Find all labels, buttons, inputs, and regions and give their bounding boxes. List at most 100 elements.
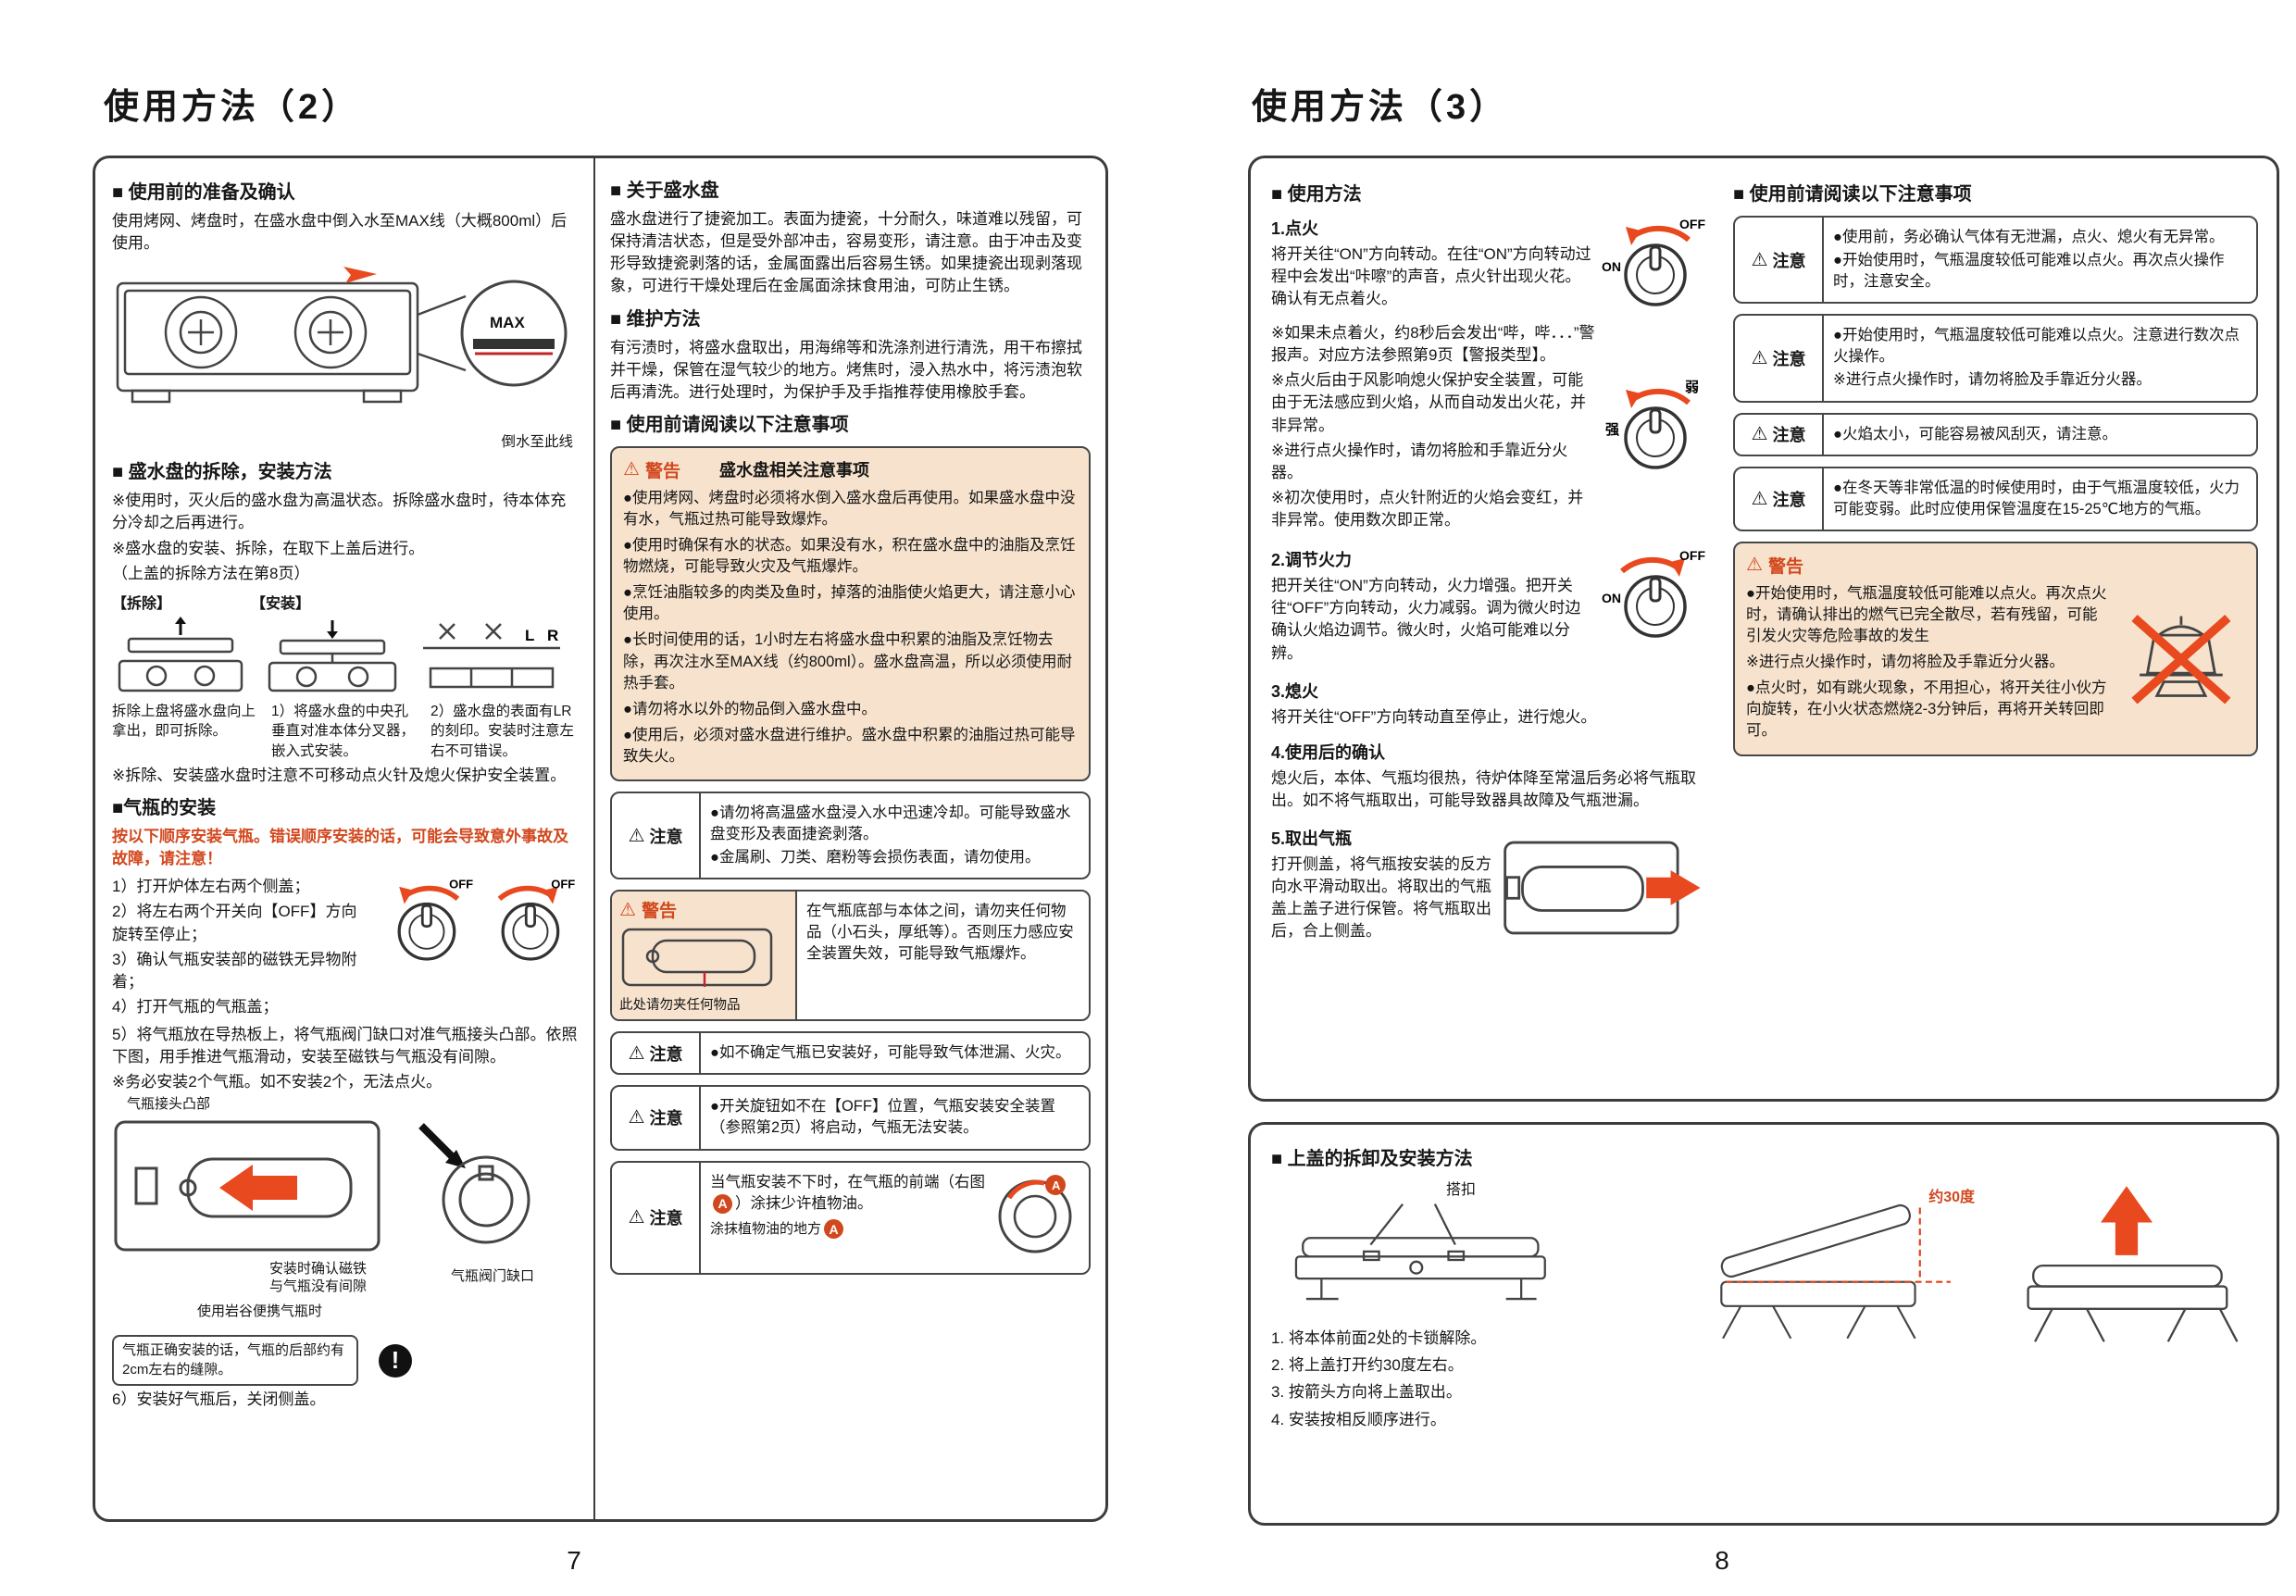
- canister-steps-row: 1）打开炉体左右两个侧盖； 2）将左右两个开关向【OFF】方向旋转至停止； 3）…: [112, 873, 580, 1021]
- warning-bullet: ●使用时确保有水的状态。如果没有水，积在盛水盘中的油脂及烹饪物燃烧，可能导致火灾…: [623, 537, 1076, 576]
- joint-label: 气瓶接头凸部: [127, 1096, 211, 1113]
- warning-label: 警告: [641, 902, 677, 922]
- warning-title: 盛水盘相关注意事项: [718, 461, 869, 480]
- pot-no-use-figure: [2115, 585, 2245, 719]
- dial-weak-strong-diagram: 弱 强: [1605, 380, 1699, 469]
- caution-bullet: ●开始使用时，气瓶温度较低可能难以点火。注意进行数次点火操作。: [1833, 327, 2240, 366]
- caution-box-winter-use: ⚠ 注意 ●在冬天等非常低温的时候使用时，由于气瓶温度较低，火力可能变弱。此时应…: [1733, 466, 2258, 531]
- caution-label-cell: ⚠ 注意: [1735, 414, 1824, 455]
- dial-off-label: OFF: [449, 878, 473, 892]
- tray-remove-install-figures: L R: [112, 615, 580, 700]
- step-title: 1.点火: [1271, 219, 1319, 238]
- warning-text: 在气瓶底部与本体之间，请勿夹任何物品（小石头，厚纸等）。否则压力感应安全装置失效…: [806, 903, 1074, 963]
- page-7: 使用方法（2） ■ 使用前的准备及确认 使用烤网、烤盘时，在盛水盘中倒入水至MA…: [93, 88, 1108, 1575]
- caution-box-off-position: ⚠ 注意 ●开关旋钮如不在【OFF】位置，气瓶安装安全装置（参照第2页）将启动，…: [610, 1085, 1091, 1151]
- page7-content-box: ■ 使用前的准备及确认 使用烤网、烤盘时，在盛水盘中倒入水至MAX线（大概800…: [93, 156, 1108, 1522]
- step-title: 5.取出气瓶: [1271, 829, 1353, 848]
- step-text: 5）将气瓶放在导热板上，将气瓶阀门缺口对准气瓶接头凸部。依照下图，用手推进气瓶滑…: [112, 1026, 578, 1066]
- section-heading-precautions: ■ 使用前请阅读以下注意事项: [610, 414, 849, 435]
- canister-warning-text: 按以下顺序安装气瓶。错误顺序安装的话，可能会导致意外事故及故障，请注意！: [112, 828, 568, 868]
- warning-header: ⚠ 警告: [619, 897, 677, 922]
- p7-right-column: ■ 关于盛水盘 盛水盘进行了捷瓷加工。表面为捷瓷，十分耐久，味道难以残留，可保持…: [595, 158, 1105, 1519]
- canister-bottom-diagram: [621, 929, 773, 988]
- dial-weak-label: 弱: [1685, 380, 1699, 395]
- canister-steps: 1）打开炉体左右两个侧盖； 2）将左右两个开关向【OFF】方向旋转至停止； 3）…: [112, 873, 371, 1021]
- red-arrow-icon: [1646, 870, 1701, 905]
- caution-label: 注意: [649, 1044, 683, 1064]
- step-note: ※务必安装2个气瓶。如不安装2个，无法点火。: [112, 1073, 443, 1091]
- caution-label: 注意: [1772, 349, 1806, 368]
- warning-body: 在气瓶底部与本体之间，请勿夹任何物品（小石头，厚纸等）。否则压力感应安全装置失效…: [797, 892, 1089, 1019]
- canister-install-figure: 气瓶接头凸部: [112, 1096, 580, 1329]
- lid-removal-box: ■ 上盖的拆卸及安装方法 搭扣: [1248, 1122, 2279, 1526]
- caution-bullet: ※进行点火操作时，请勿将脸及手靠近分火器。: [1833, 371, 2152, 389]
- warning-bullet: ●使用烤网、烤盘时必须将水倒入盛水盘后再使用。如果盛水盘中没有水，气瓶过热可能导…: [623, 489, 1076, 528]
- body-text: 打开侧盖，将气瓶按安装的反方向水平滑动取出。将取出的气瓶盖上盖子进行保管。将气瓶…: [1271, 855, 1491, 941]
- angle-label: 约30度: [1928, 1190, 1975, 1205]
- body-text: 将开关往“ON”方向转动。在往“ON”方向转动过程中会发出“咔嚓”的声音，点火针…: [1271, 245, 1591, 308]
- lid-removal-steps: 1. 将本体前面2处的卡锁解除。 2. 将上盖打开约30度左右。 3. 按箭头方…: [1271, 1326, 1651, 1432]
- caution-label-cell: ⚠ 注意: [1735, 218, 1824, 303]
- caution-box-cooling: ⚠ 注意 ●请勿将高温盛水盘浸入水中迅速冷却。可能导致盛水盘变形及表面捷瓷剥落。…: [610, 792, 1091, 880]
- caution-bullet: ●开始使用时，气瓶温度较低可能难以点火。再次点火操作时，注意安全。: [1833, 252, 2225, 291]
- step-text: 3. 按箭头方向将上盖取出。: [1271, 1383, 1462, 1402]
- caution-label-cell: ⚠ 注意: [1735, 316, 1824, 401]
- warning-header: ⚠ 警告: [1746, 553, 2245, 578]
- note-text: ※点火后由于风影响熄火保护安全装置，可能由于无法感应到火焰，从而自动发出火花，并…: [1271, 371, 1586, 434]
- caution-bullet: ●如不确定气瓶已安装好，可能导致气体泄漏、火灾。: [710, 1044, 1071, 1062]
- canister-tip-diagram: A: [998, 1174, 1072, 1253]
- warning-triangle-icon: ⚠: [628, 1107, 645, 1128]
- body-text: ※拆除、安装盛水盘时注意不可移动点火针及熄火保护安全装置。: [112, 766, 567, 784]
- caution-box-low-temp-ignition: ⚠ 注意 ●开始使用时，气瓶温度较低可能难以点火。注意进行数次点火操作。 ※进行…: [1733, 314, 2258, 403]
- tray-lr-mark-diagram: L R: [423, 622, 560, 688]
- stove-top-diagram: MAX: [116, 267, 568, 404]
- warning-bullet: ●点火时，如有跳火现象，不用担心，将开关往小伙方向旋转，在小火状态燃烧2-3分钟…: [1746, 680, 2107, 740]
- canister-removal-diagram: [1504, 841, 1701, 935]
- remove-install-labels: 【拆除】 【安装】: [112, 591, 580, 613]
- badge-a: A: [713, 1193, 732, 1214]
- section-heading-usage: ■ 使用方法: [1271, 184, 1362, 205]
- dial-on-off-diagram: OFF ON: [1602, 548, 1705, 638]
- body-text: 熄火后，本体、气瓶均很热，待炉体降至常温后务必将气瓶取出。如不将气瓶取出，可能导…: [1271, 768, 1696, 809]
- caution-label: 注意: [1772, 490, 1806, 509]
- caution-label-cell: ⚠ 注意: [612, 1033, 701, 1074]
- exclamation-icon: !: [379, 1343, 412, 1378]
- dial-off-label: OFF: [551, 878, 575, 892]
- note-text: ※进行点火操作时，请勿将脸和手靠近分火器。: [1271, 441, 1568, 481]
- caution-label: 注意: [649, 1109, 683, 1128]
- gap-note-row: 气瓶正确安装的话，气瓶的后部约有2cm左右的缝隙。 !: [112, 1335, 580, 1386]
- grill-front-diagram: [1294, 1203, 1546, 1301]
- red-arrow-icon: [1626, 227, 1641, 245]
- page-title: 使用方法（3）: [1252, 88, 1509, 127]
- dial-on-off-diagram: OFF ON: [1602, 217, 1705, 306]
- step-text: 2）将左右两个开关向【OFF】方向旋转至停止；: [112, 903, 357, 943]
- step-text: 2. 将上盖打开约30度左右。: [1271, 1356, 1464, 1375]
- warning-triangle-icon: ⚠: [1751, 488, 1768, 509]
- caution-label: 注意: [1772, 426, 1806, 445]
- section-heading-preparation: ■ 使用前的准备及确认: [112, 182, 295, 203]
- water-line-caption: 倒水至此线: [501, 434, 573, 451]
- warning-triangle-icon: ⚠: [1751, 424, 1768, 445]
- warning-box-reignition: ⚠ 警告 ●: [1733, 541, 2258, 756]
- warning-image-cell: ⚠ 警告 此处请勿夹任何物品: [612, 892, 797, 1020]
- section-heading-canister-install: ■气瓶的安装: [112, 798, 217, 818]
- warning-triangle-icon: ⚠: [628, 825, 645, 846]
- caution-bullet: ●在冬天等非常低温的时候使用时，由于气瓶温度较低，火力可能变弱。此时应使用保管温…: [1833, 479, 2240, 517]
- red-arrow-icon: [219, 1165, 297, 1212]
- step-text: 6）安装好气瓶后，关闭侧盖。: [112, 1390, 326, 1408]
- dial-off-diagram: OFF: [497, 878, 575, 961]
- caution-bullet: ●金属刷、刀类、磨粉等会损伤表面，请勿使用。: [710, 849, 1041, 867]
- section-heading-precautions: ■ 使用前请阅读以下注意事项: [1733, 184, 1972, 205]
- step-text: 4）打开气瓶的气瓶盖；: [112, 997, 279, 1016]
- caution-bullet: ●火焰太小，可能容易被风刮灭，请注意。: [1833, 425, 2117, 443]
- warning-triangle-icon: ⚠: [628, 1207, 645, 1228]
- tray-remove-diagram: [118, 616, 243, 692]
- caution-body: ●使用前，务必确认气体有无泄漏，点火、熄火有无异常。 ●开始使用时，气瓶温度较低…: [1824, 218, 2256, 302]
- off-dials-figure: OFF OFF: [375, 873, 580, 1021]
- note-text: ※如果未点着火，约8秒后会发出“哔，哔．．．”警报声。对应方法参照第9页【警报类…: [1271, 324, 1595, 365]
- caution-label-cell: ⚠ 注意: [612, 1087, 701, 1149]
- caution-box-installed: ⚠ 注意 ●如不确定气瓶已安装好，可能导致气体泄漏、火灾。: [610, 1031, 1091, 1076]
- caution-label: 注意: [649, 827, 683, 846]
- grill-lift-diagram: [2027, 1186, 2239, 1342]
